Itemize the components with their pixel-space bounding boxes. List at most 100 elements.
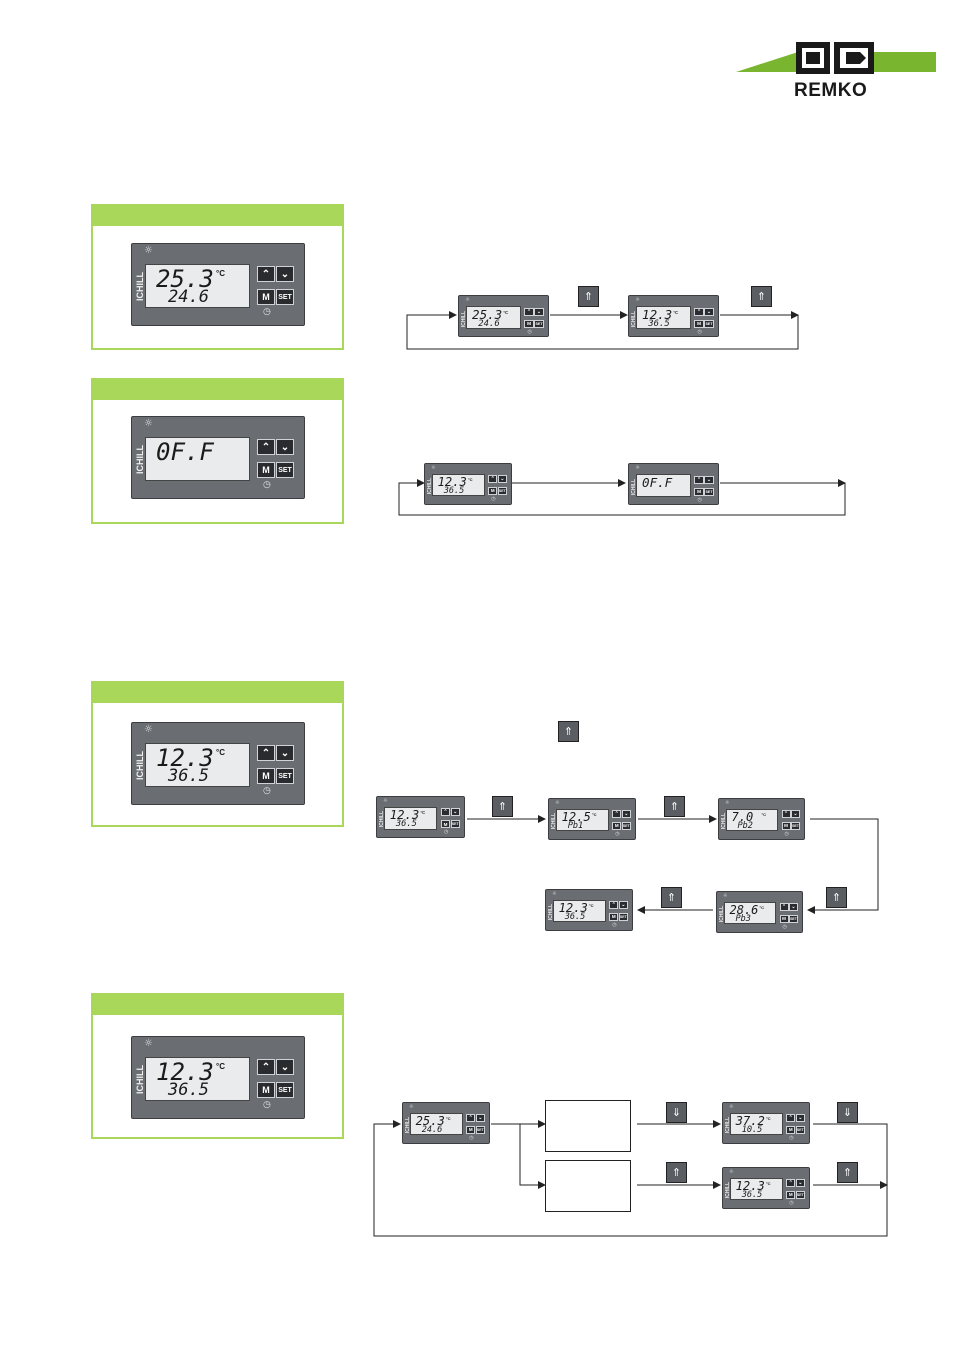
up-button[interactable]: ⌃ bbox=[612, 810, 622, 819]
set-button[interactable]: SET bbox=[534, 319, 544, 328]
down-button[interactable]: ⌄ bbox=[534, 307, 544, 316]
m-button[interactable]: M bbox=[779, 914, 789, 923]
set-button[interactable]: SET bbox=[791, 821, 800, 830]
m-button[interactable]: M bbox=[612, 821, 622, 830]
lcd-line-2: 36.5 bbox=[741, 1190, 763, 1201]
m-button[interactable]: M bbox=[257, 768, 275, 784]
set-button[interactable]: SET bbox=[276, 462, 294, 478]
up-arrow-key-icon: ⇑ bbox=[492, 796, 513, 817]
m-button[interactable]: M bbox=[257, 289, 275, 305]
m-button[interactable]: M bbox=[488, 486, 498, 495]
panel-brand-label: ICHILL bbox=[135, 445, 145, 474]
up-button[interactable]: ⌃ bbox=[257, 1059, 275, 1075]
up-button[interactable]: ⌃ bbox=[786, 1114, 796, 1123]
set-button[interactable]: SET bbox=[276, 289, 294, 305]
down-button[interactable]: ⌄ bbox=[497, 475, 507, 484]
up-button[interactable]: ⌃ bbox=[466, 1114, 476, 1123]
set-button[interactable]: SET bbox=[795, 1125, 805, 1134]
m-button[interactable]: M bbox=[786, 1125, 796, 1134]
m-button[interactable]: M bbox=[786, 1190, 796, 1199]
set-button[interactable]: SET bbox=[618, 912, 628, 921]
m-button[interactable]: M bbox=[440, 820, 451, 829]
lcd-line-1: 7.0 bbox=[731, 810, 754, 824]
lcd-line-1: 25.3 bbox=[156, 265, 214, 293]
down-button[interactable]: ⌄ bbox=[621, 810, 631, 819]
up-button[interactable]: ⌃ bbox=[488, 475, 498, 484]
up-button[interactable]: ⌃ bbox=[694, 307, 704, 316]
sun-icon: ☼ bbox=[144, 724, 153, 735]
down-button[interactable]: ⌄ bbox=[795, 1179, 805, 1188]
down-button[interactable]: ⌄ bbox=[276, 266, 294, 282]
up-button[interactable]: ⌃ bbox=[786, 1179, 796, 1188]
down-button[interactable]: ⌄ bbox=[450, 808, 460, 817]
m-button[interactable]: M bbox=[466, 1125, 476, 1134]
remko-logo-mark bbox=[736, 42, 936, 74]
down-button[interactable]: ⌄ bbox=[276, 745, 294, 761]
set-button[interactable]: SET bbox=[276, 1082, 294, 1098]
lcd-line-1: 12.3 bbox=[156, 744, 214, 772]
set-button[interactable]: SET bbox=[475, 1125, 485, 1134]
clock-icon: ◷ bbox=[615, 830, 620, 837]
up-button[interactable]: ⌃ bbox=[694, 475, 704, 484]
down-button[interactable]: ⌄ bbox=[276, 439, 294, 455]
lcd-display: 0F.F bbox=[145, 437, 250, 481]
panel-brand-label: ICHILL bbox=[135, 751, 145, 780]
set-button[interactable]: SET bbox=[276, 768, 294, 784]
m-button[interactable]: M bbox=[257, 462, 275, 478]
set-button[interactable]: SET bbox=[789, 914, 798, 923]
lcd-line-1: 0F.F bbox=[156, 438, 214, 466]
lcd-line-2: 36.5 bbox=[168, 766, 209, 786]
sun-icon: ☼ bbox=[729, 1103, 734, 1110]
m-button[interactable]: M bbox=[781, 821, 791, 830]
up-button[interactable]: ⌃ bbox=[781, 810, 791, 818]
set-button[interactable]: SET bbox=[704, 487, 714, 496]
clock-icon: ◷ bbox=[784, 830, 789, 837]
up-arrow-key-icon: ⇑ bbox=[578, 286, 599, 307]
set-button[interactable]: SET bbox=[621, 821, 631, 830]
sun-icon: ☼ bbox=[409, 1103, 414, 1110]
m-button[interactable]: M bbox=[609, 912, 619, 921]
m-button[interactable]: M bbox=[257, 1082, 275, 1098]
unit-label: °C bbox=[467, 477, 473, 483]
down-button[interactable]: ⌄ bbox=[704, 307, 714, 316]
m-button[interactable]: M bbox=[694, 487, 704, 496]
lcd-line-2: 36.5 bbox=[168, 1080, 209, 1100]
m-button[interactable]: M bbox=[694, 319, 704, 328]
m-button[interactable]: M bbox=[524, 319, 534, 328]
down-button[interactable]: ⌄ bbox=[618, 901, 628, 910]
up-button[interactable]: ⌃ bbox=[609, 901, 619, 910]
up-button[interactable]: ⌃ bbox=[779, 903, 789, 911]
lcd-line-1: 37.2 bbox=[735, 1114, 765, 1129]
unit-label: °C bbox=[761, 812, 767, 817]
down-button[interactable]: ⌄ bbox=[704, 475, 714, 484]
clock-icon: ◷ bbox=[789, 1199, 794, 1206]
clock-icon: ◷ bbox=[263, 786, 271, 796]
set-button[interactable]: SET bbox=[450, 820, 460, 829]
down-button[interactable]: ⌄ bbox=[475, 1114, 485, 1123]
up-button[interactable]: ⌃ bbox=[257, 439, 275, 455]
up-button[interactable]: ⌃ bbox=[524, 307, 534, 316]
up-button[interactable]: ⌃ bbox=[440, 808, 451, 817]
up-button[interactable]: ⌃ bbox=[257, 266, 275, 282]
up-button[interactable]: ⌃ bbox=[257, 745, 275, 761]
down-button[interactable]: ⌄ bbox=[791, 810, 800, 818]
up-arrow-key-icon: ⇑ bbox=[661, 887, 682, 908]
up-arrow-key-icon: ⇑ bbox=[751, 286, 772, 307]
set-button[interactable]: SET bbox=[704, 319, 714, 328]
down-button[interactable]: ⌄ bbox=[789, 903, 798, 911]
section-header-bar bbox=[93, 683, 342, 703]
set-button[interactable]: SET bbox=[497, 486, 507, 495]
down-button[interactable]: ⌄ bbox=[795, 1114, 805, 1123]
down-button[interactable]: ⌄ bbox=[276, 1059, 294, 1075]
set-button[interactable]: SET bbox=[795, 1190, 805, 1199]
